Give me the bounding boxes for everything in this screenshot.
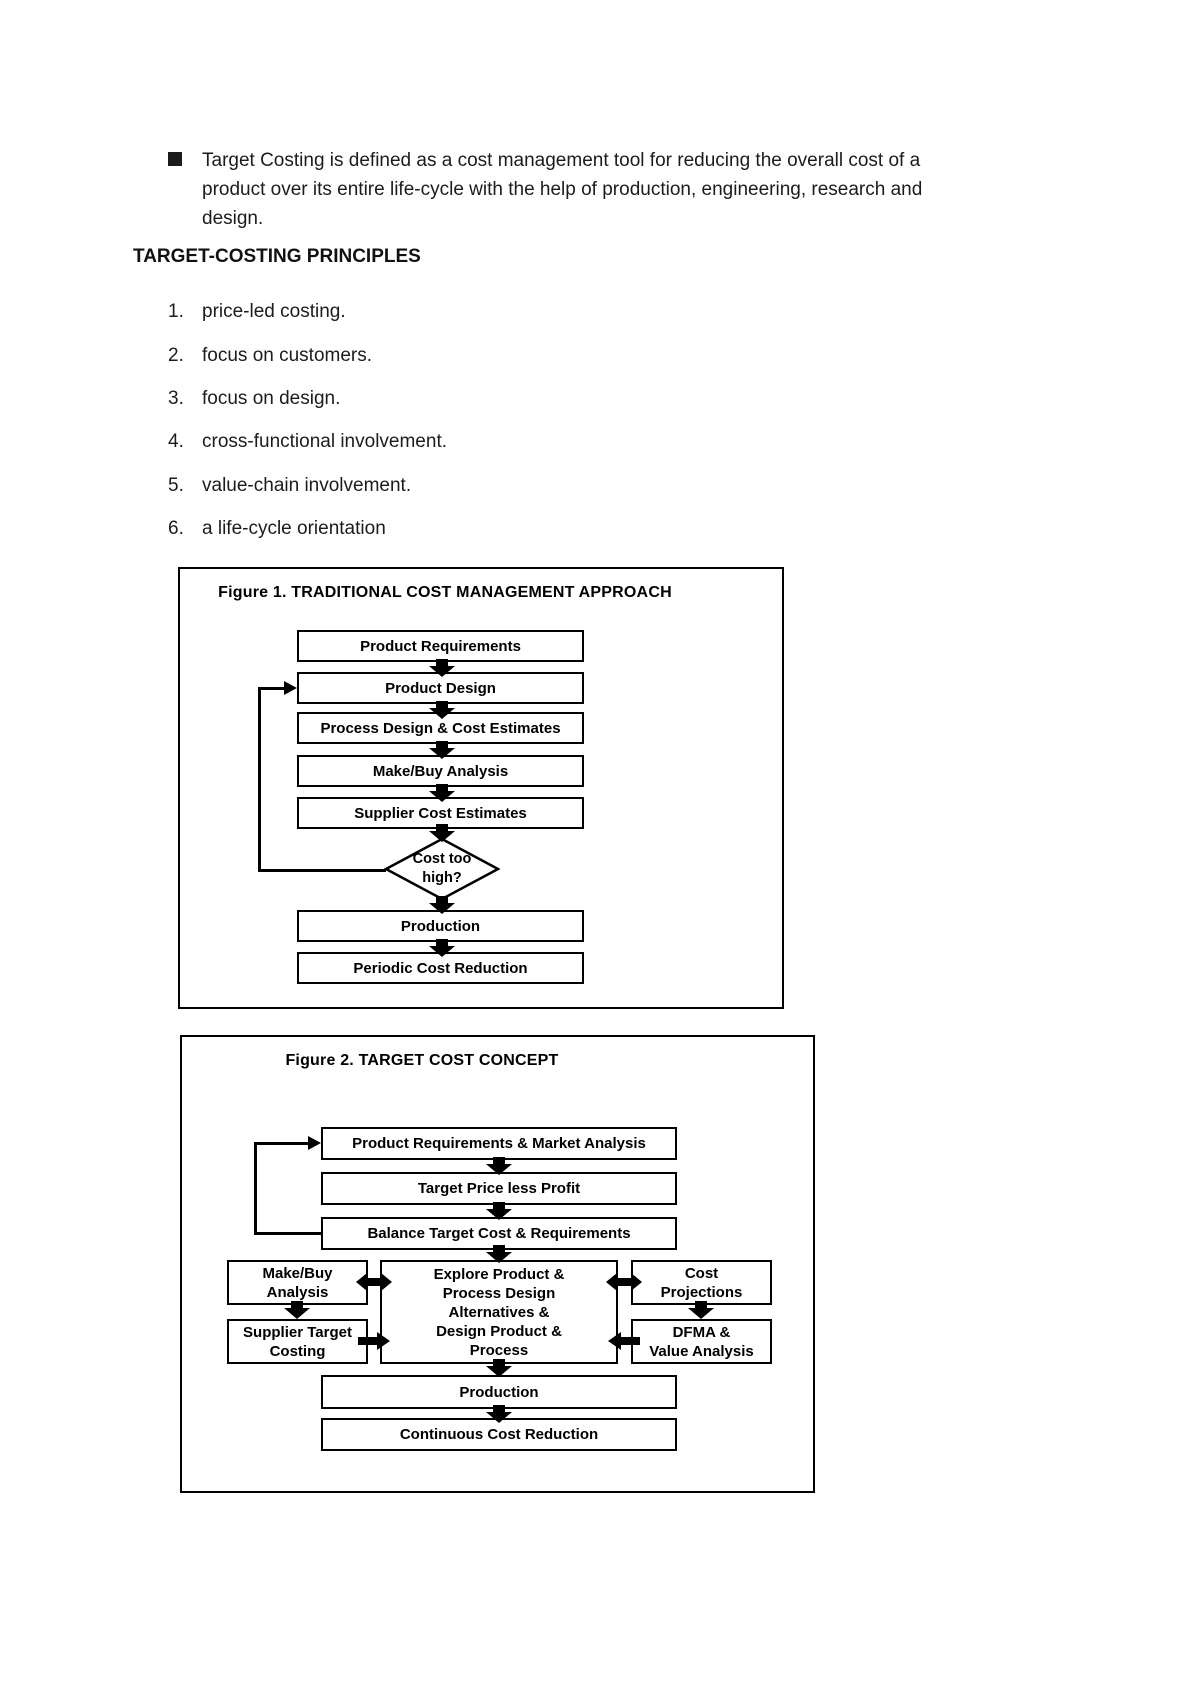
feedback-line-top	[254, 1142, 308, 1145]
list-item-number: 6.	[168, 518, 184, 539]
down-arrow-icon	[486, 1359, 512, 1377]
left-arrow-icon	[608, 1332, 640, 1350]
figure1-title: Figure 1. TRADITIONAL COST MANAGEMENT AP…	[218, 584, 672, 601]
flow-node: Supplier Target Costing	[227, 1319, 368, 1364]
list-item-number: 2.	[168, 345, 184, 366]
down-arrow-icon	[429, 939, 455, 957]
right-arrow-icon	[358, 1332, 390, 1350]
flow-node: Production	[321, 1375, 677, 1409]
figure2-title: Figure 2. TARGET COST CONCEPT	[285, 1052, 559, 1069]
list-item-number: 5.	[168, 475, 184, 496]
list-item: price-led costing.	[202, 301, 346, 322]
right-arrowhead-icon	[284, 681, 297, 695]
decision-label: Cost too high?	[412, 851, 472, 886]
down-arrow-icon	[284, 1301, 310, 1319]
list-item-number: 1.	[168, 301, 184, 322]
flow-node: Continuous Cost Reduction	[321, 1418, 677, 1451]
down-arrow-icon	[429, 659, 455, 677]
section-heading: TARGET-COSTING PRINCIPLES	[133, 246, 421, 267]
down-arrow-icon	[486, 1405, 512, 1423]
figure2-frame: Figure 2. TARGET COST CONCEPT Product Re…	[180, 1035, 815, 1493]
down-arrow-icon	[486, 1157, 512, 1175]
flow-node: Cost Projections	[631, 1260, 772, 1305]
feedback-line-vertical	[258, 687, 261, 872]
list-item: focus on design.	[202, 388, 341, 409]
list-item: cross-functional involvement.	[202, 431, 447, 452]
down-arrow-icon	[486, 1202, 512, 1220]
flow-node: Make/Buy Analysis	[227, 1260, 368, 1305]
flow-node: Supplier Cost Estimates	[297, 797, 584, 829]
feedback-line-top	[258, 687, 287, 690]
flow-node: Explore Product & Process Design Alterna…	[380, 1260, 618, 1364]
right-arrowhead-icon	[308, 1136, 321, 1150]
down-arrow-icon	[486, 1245, 512, 1263]
feedback-line-vertical	[254, 1142, 257, 1234]
down-arrow-icon	[429, 701, 455, 719]
flow-node: Product Requirements & Market Analysis	[321, 1127, 677, 1160]
list-item: focus on customers.	[202, 345, 373, 366]
list-item: value-chain involvement.	[202, 475, 412, 496]
feedback-line-bottom	[258, 869, 386, 872]
flow-node: Target Price less Profit	[321, 1172, 677, 1205]
down-arrow-icon	[429, 824, 455, 842]
down-arrow-icon	[429, 896, 455, 914]
square-bullet-icon	[168, 152, 182, 166]
down-arrow-icon	[429, 784, 455, 802]
list-item-number: 4.	[168, 431, 184, 452]
list-item-number: 3.	[168, 388, 184, 409]
double-arrow-icon	[356, 1273, 392, 1291]
double-arrow-icon	[606, 1273, 642, 1291]
list-item: a life-cycle orientation	[202, 518, 386, 539]
flow-node: Product Requirements	[297, 630, 584, 662]
down-arrow-icon	[688, 1301, 714, 1319]
figure1-frame: Figure 1. TRADITIONAL COST MANAGEMENT AP…	[178, 567, 784, 1009]
flow-node: Make/Buy Analysis	[297, 755, 584, 787]
flow-node: Production	[297, 910, 584, 942]
flow-node: DFMA & Value Analysis	[631, 1319, 772, 1364]
down-arrow-icon	[429, 741, 455, 759]
intro-paragraph: Target Costing is defined as a cost mana…	[202, 150, 923, 229]
feedback-line-bottom	[254, 1232, 321, 1235]
